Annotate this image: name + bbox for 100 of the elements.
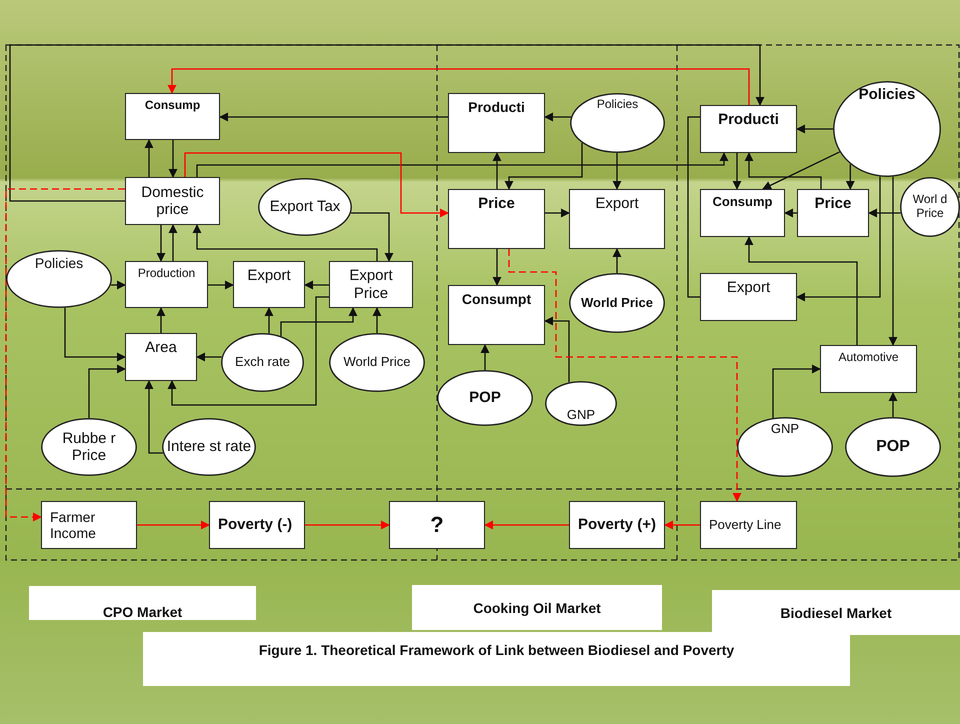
node-label: Policies: [596, 98, 638, 112]
node-label: Poverty (+): [578, 516, 656, 534]
arrow: [5, 188, 125, 522]
node-label: Consump: [144, 99, 200, 113]
arrow: [484, 520, 569, 530]
node-label: Export: [726, 279, 770, 296]
node-label: GNP: [566, 408, 596, 423]
arrow: [612, 248, 622, 273]
market-label: Cooking Oil Market: [412, 585, 662, 630]
arrow: [168, 224, 178, 261]
node-label: Poverty (-): [218, 516, 292, 534]
arrow: [156, 225, 166, 262]
arrow: [208, 280, 234, 290]
process-box: [41, 501, 137, 549]
figure-caption: Figure 1. Theoretical Framework of Link between Biodiesel and Poverty: [143, 632, 850, 686]
market-label: Biodiesel Market: [712, 590, 960, 635]
arrow: [156, 307, 166, 333]
arrow: [167, 68, 750, 105]
arrow: [110, 280, 126, 290]
ellipse-node: [900, 177, 960, 237]
node-label: Domestic price: [140, 184, 205, 218]
arrow: [492, 249, 502, 286]
node-label: POP: [469, 389, 501, 407]
arrow: [144, 139, 154, 177]
process-box: [125, 177, 220, 225]
arrow: [351, 212, 394, 262]
arrow: [868, 208, 901, 218]
node-label: Export Price: [348, 267, 394, 302]
arrow: [280, 307, 358, 336]
node-label: Rubbe r Price: [61, 430, 117, 464]
arrow: [888, 176, 898, 346]
arrow: [480, 344, 490, 370]
connector-line: [687, 116, 700, 298]
arrow: [544, 316, 570, 382]
process-box: [569, 501, 665, 549]
node-label: Exch rate: [235, 355, 290, 370]
process-box: [700, 105, 797, 153]
ellipse-node: [737, 417, 833, 477]
arrow: [772, 364, 821, 418]
ellipse-node: [570, 93, 665, 153]
process-box: [797, 189, 869, 237]
node-label: World Price: [344, 355, 410, 370]
node-label: Export Tax: [270, 198, 340, 216]
arrow: [144, 380, 163, 454]
arrow: [732, 153, 742, 190]
process-box: [569, 189, 665, 249]
node-label: Worl d Price: [912, 193, 948, 221]
arrow: [137, 520, 210, 530]
node-label: Export: [247, 267, 291, 284]
ellipse-node: [41, 418, 137, 476]
node-label: Export: [595, 195, 639, 212]
arrow: [846, 164, 855, 190]
ellipse-node: [162, 418, 256, 476]
node-label: Policies: [34, 255, 84, 272]
arrow: [504, 142, 583, 190]
arrow: [64, 308, 126, 362]
ellipse-node: [221, 333, 304, 392]
process-box: [233, 261, 305, 308]
process-box: [820, 345, 917, 393]
node-label: World Price: [580, 296, 653, 310]
arrow: [184, 152, 449, 218]
process-box: [125, 333, 197, 381]
node-label: ?: [430, 512, 444, 538]
process-box: [125, 261, 208, 308]
ellipse-node: [329, 333, 425, 392]
arrow: [196, 352, 222, 362]
node-label: Price: [478, 195, 515, 212]
node-label: Producti: [718, 111, 779, 128]
arrow: [168, 140, 178, 178]
ellipse-node: [833, 81, 941, 177]
arrow: [167, 296, 329, 406]
arrow: [264, 307, 274, 334]
node-label: GNP: [770, 422, 800, 437]
ellipse-node: [845, 417, 941, 477]
arrow: [545, 208, 570, 218]
node-label: Producti: [468, 99, 525, 116]
arrow: [192, 224, 378, 261]
arrow: [664, 520, 700, 530]
process-box: [700, 501, 797, 549]
arrow: [888, 392, 898, 417]
arrow: [9, 44, 765, 202]
arrow: [492, 152, 502, 189]
node-label: Poverty Line: [709, 518, 782, 532]
ellipse-node: [6, 250, 112, 308]
process-box: [389, 501, 485, 549]
node-label: Automotive: [838, 351, 899, 365]
node-label: POP: [876, 438, 910, 456]
arrow: [744, 236, 858, 345]
arrow: [544, 112, 571, 122]
market-label: CPO Market: [29, 586, 256, 620]
arrow: [612, 153, 622, 190]
arrow: [372, 307, 382, 333]
node-label: Area: [145, 339, 177, 356]
node-label: Policies: [858, 86, 916, 104]
process-box: [448, 93, 545, 153]
process-box: [700, 273, 797, 321]
process-box: [700, 189, 785, 237]
node-label: Farmer Income: [50, 508, 97, 542]
arrow: [762, 151, 840, 190]
node-label: Intere st rate: [166, 438, 252, 456]
